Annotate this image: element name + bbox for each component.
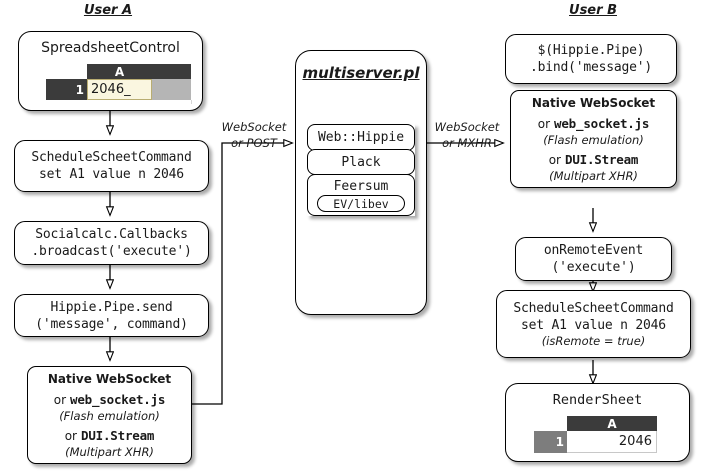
spreadsheet-control-title: SpreadsheetControl — [41, 40, 180, 56]
sheet-b-cell-a1[interactable]: 2046 — [567, 431, 657, 453]
sheet-row-header-1: 1 — [46, 79, 87, 100]
transport-b-note2: (Multipart XHR) — [549, 168, 638, 183]
edge-label-server-to-client: WebSocket or MXHR — [430, 120, 504, 150]
node-transport-a[interactable]: Native WebSocket or web_socket.js (Flash… — [27, 366, 192, 464]
column-heading-user-b: User B — [569, 3, 617, 18]
stack-item-feersum[interactable]: Feersum EV/libev — [307, 173, 415, 216]
transport-b-line3: DUI.Stream — [565, 151, 639, 167]
stack-item-ev-libev[interactable]: EV/libev — [317, 195, 405, 213]
schedule-b-line3: (isRemote = true) — [541, 333, 646, 348]
sheet-col-header-a: A — [87, 64, 152, 79]
transport-b-option-1: or web_socket.js — [538, 115, 650, 132]
node-hippie-pipe-bind[interactable]: $(Hippie.Pipe) .bind('message') — [505, 34, 677, 84]
transport-a-note1: (Flash emulation) — [59, 408, 160, 423]
bind-line2: .bind('message') — [529, 60, 653, 75]
node-schedule-sheet-command-b[interactable]: ScheduleScheetCommand set A1 value n 204… — [496, 290, 691, 358]
transport-a-line2: web_socket.js — [70, 391, 166, 407]
transport-b-or2: or — [548, 152, 561, 167]
schedule-b-line2: set A1 value n 2046 — [521, 317, 666, 333]
transport-a-line1: Native WebSocket — [47, 371, 172, 386]
column-heading-user-a: User A — [83, 3, 133, 18]
transport-a-or1: or — [53, 392, 67, 407]
callbacks-line2: .broadcast('execute') — [31, 244, 192, 259]
transport-b-or1: or — [537, 116, 551, 131]
node-transport-b[interactable]: Native WebSocket or web_socket.js (Flash… — [510, 90, 677, 188]
transport-a-note2: (Multipart XHR) — [65, 444, 154, 459]
transport-a-option-1: or web_socket.js — [54, 391, 166, 408]
edge-label-client-to-server: WebSocket or POST — [214, 120, 294, 150]
spreadsheet-widget-b[interactable]: A 1 2046 — [534, 416, 657, 453]
spreadsheet-widget-a[interactable]: A 1 2046_ — [46, 64, 192, 104]
transport-a-option-2: or DUI.Stream — [65, 427, 155, 444]
node-spreadsheet-control[interactable]: SpreadsheetControl A 1 2046_ — [18, 31, 203, 111]
schedule-b-line1: ScheduleScheetCommand — [513, 300, 674, 316]
edge-label-c2s-line1: WebSocket — [221, 120, 287, 134]
transport-a-or2: or — [64, 428, 77, 443]
edge-label-c2s-line2: or POST — [231, 136, 277, 150]
stack-item-feersum-label: Feersum — [333, 179, 389, 195]
stack-item-web-hippie[interactable]: Web::Hippie — [307, 124, 415, 151]
schedule-command-line2: set A1 value n 2046 — [39, 167, 184, 182]
sheet-underline-row — [46, 100, 192, 104]
server-stack: Web::Hippie Plack Feersum EV/libev — [307, 124, 415, 216]
sheet-b-body-row: 1 2046 — [534, 431, 657, 453]
pipe-send-line1: Hippie.Pipe.send — [50, 299, 173, 315]
transport-b-line2: web_socket.js — [554, 115, 650, 131]
node-socialcalc-callbacks[interactable]: Socialcalc.Callbacks .broadcast('execute… — [14, 221, 209, 265]
sheet-filler — [152, 79, 191, 100]
bind-line1: $(Hippie.Pipe) — [537, 43, 645, 58]
edge-label-s2c-line1: WebSocket — [434, 120, 500, 134]
node-schedule-sheet-command-a[interactable]: ScheduleScheetCommand set A1 value n 204… — [14, 140, 209, 192]
stack-item-plack[interactable]: Plack — [307, 149, 415, 176]
sheet-cell-a1-editing[interactable]: 2046_ — [87, 79, 152, 100]
transport-b-note1: (Flash emulation) — [543, 132, 644, 147]
node-render-sheet[interactable]: RenderSheet A 1 2046 — [505, 383, 690, 462]
transport-b-option-2: or DUI.Stream — [549, 151, 639, 168]
sheet-header-pad — [152, 64, 191, 79]
sheet-b-row-header-1: 1 — [534, 431, 567, 453]
onremote-line2: ('execute') — [551, 260, 636, 275]
transport-a-line3: DUI.Stream — [81, 427, 155, 443]
transport-b-line1: Native WebSocket — [531, 95, 656, 110]
onremote-line1: onRemoteEvent — [543, 243, 644, 258]
node-on-remote-event[interactable]: onRemoteEvent ('execute') — [515, 237, 672, 281]
sheet-corner-cell — [46, 64, 87, 79]
pipe-send-line2: ('message', command) — [35, 316, 188, 332]
schedule-command-line1: ScheduleScheetCommand — [31, 150, 192, 165]
server-title: multiserver.pl — [302, 64, 420, 82]
callbacks-line1: Socialcalc.Callbacks — [35, 227, 188, 242]
edge-label-s2c-line2: or MXHR — [442, 136, 492, 150]
sheet-header-row: A — [46, 64, 192, 79]
sheet-b-col-header-a: A — [567, 416, 657, 431]
sheet-b-corner-cell — [534, 416, 567, 431]
node-hippie-pipe-send[interactable]: Hippie.Pipe.send ('message', command) — [14, 294, 209, 337]
sheet-body-row: 1 2046_ — [46, 79, 192, 100]
render-sheet-title: RenderSheet — [552, 392, 643, 408]
sheet-b-header-row: A — [534, 416, 657, 431]
